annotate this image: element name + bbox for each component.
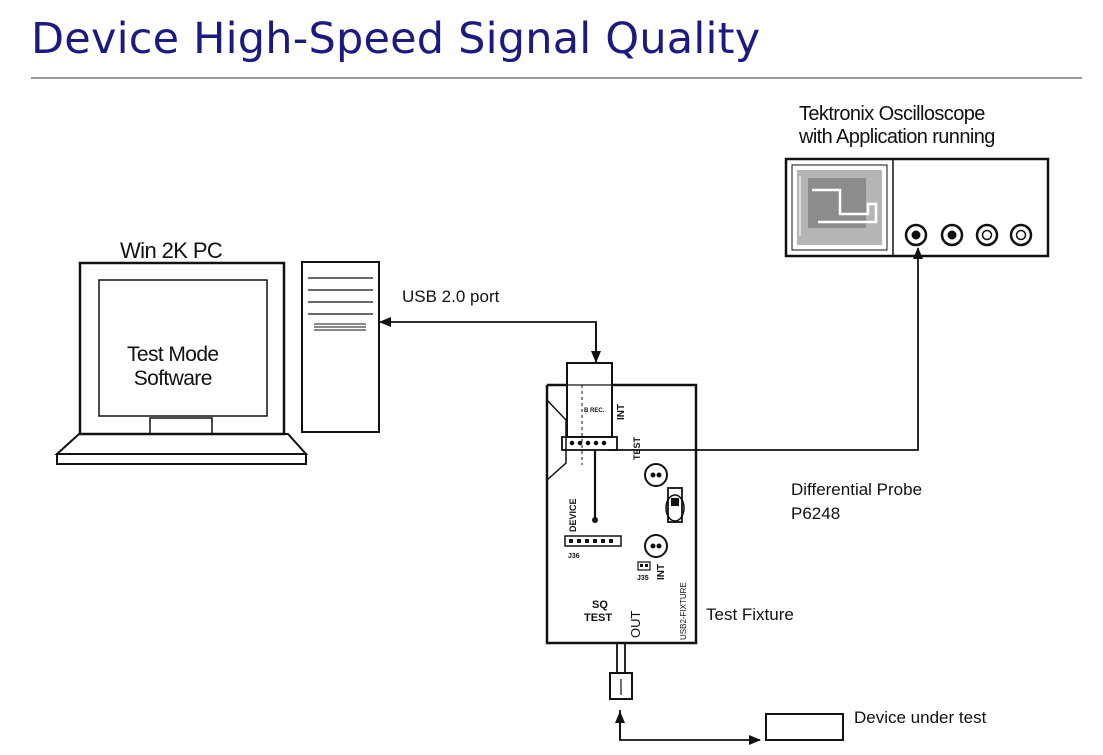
pc-tower <box>301 261 380 433</box>
title-divider <box>31 77 1082 79</box>
software-label-line2: Software <box>133 367 213 391</box>
dut-label: Device under test <box>854 708 987 727</box>
probe-label-line2: P6248 <box>791 503 841 523</box>
fixture-test-top-marking: TEST <box>632 436 642 460</box>
fixture-int-mid-marking: INT <box>656 564 667 580</box>
connection-lines <box>379 247 923 745</box>
fixture-sq-marking: SQ <box>592 599 608 611</box>
device-under-test-box <box>765 713 844 741</box>
software-label: Test Mode Software <box>127 343 219 391</box>
fixture-device-marking: DEVICE <box>568 498 578 532</box>
oscilloscope-label-line2: with Application running <box>799 126 995 148</box>
oscilloscope-label: Tektronix Oscilloscope with Application … <box>799 103 995 149</box>
oscilloscope <box>784 157 1050 258</box>
fixture-out-marking: OUT <box>628 611 643 639</box>
pc-label: Win 2K PC <box>120 238 223 263</box>
fixture-conn-marking: B REC. <box>584 408 605 414</box>
fixture-j36-marking: J36 <box>568 553 580 560</box>
fixture-test-marking: TEST <box>584 612 612 624</box>
probe-label: Differential Probe P6248 <box>791 478 922 526</box>
usb-port-label: USB 2.0 port <box>402 287 500 306</box>
fixture-label: Test Fixture <box>706 605 794 624</box>
test-fixture-board <box>545 362 698 700</box>
fixture-board-id-marking: USB2-FIXTURE <box>679 582 688 640</box>
keyboard <box>54 433 309 465</box>
software-label-line1: Test Mode <box>127 343 219 366</box>
fixture-j35-marking: J35 <box>637 575 649 582</box>
probe-label-line1: Differential Probe <box>791 480 923 499</box>
fixture-int-top-marking: INT <box>616 404 627 420</box>
slide-title: Device High-Speed Signal Quality <box>31 14 761 64</box>
scope-channel-connectors <box>904 223 1033 247</box>
oscilloscope-label-line1: Tektronix Oscilloscope <box>799 103 985 125</box>
